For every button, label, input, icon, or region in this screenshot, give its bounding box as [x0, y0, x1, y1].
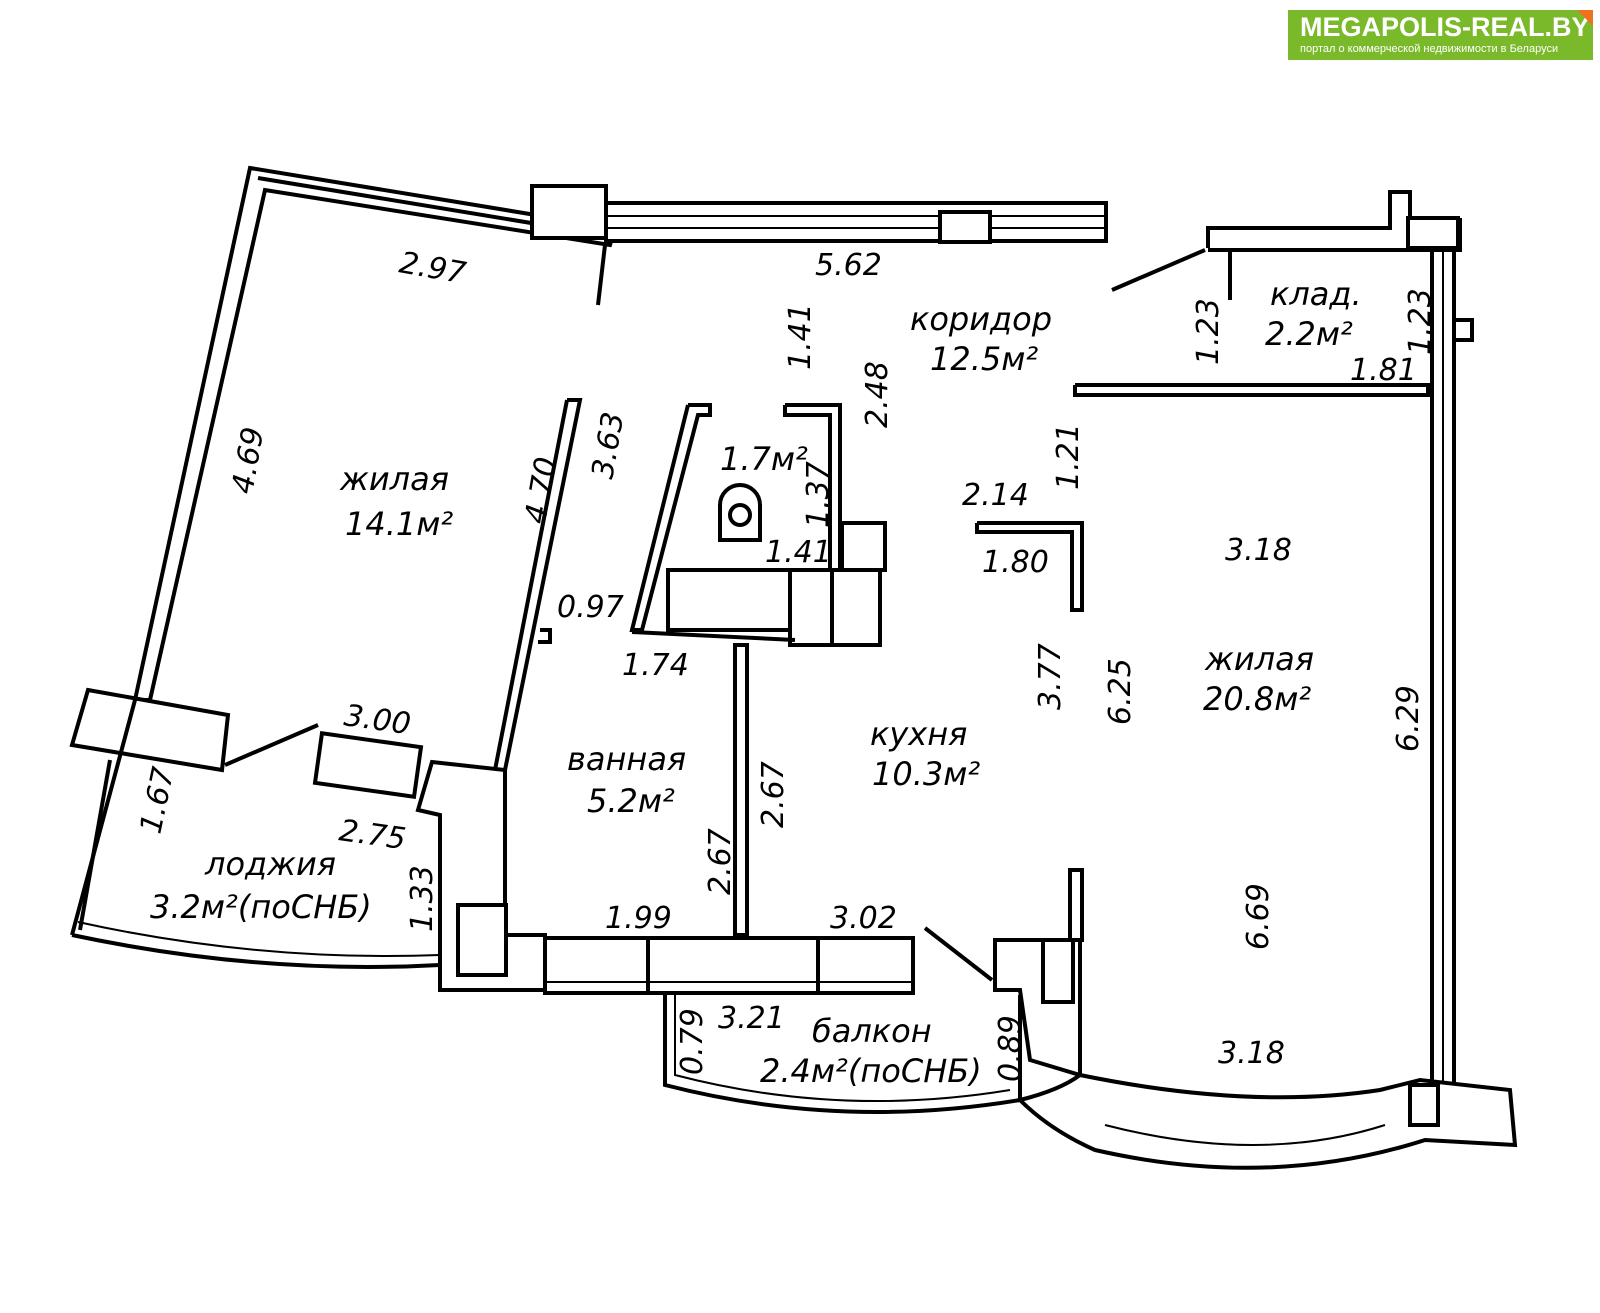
walls	[69, 165, 1518, 1170]
dim: 3.77	[1033, 643, 1068, 710]
room-kitchen-name: кухня	[870, 715, 967, 753]
dim: 1.41	[783, 303, 818, 370]
room-loggia-area: 3.2м²(поСНБ)	[150, 888, 372, 926]
room-living2-area: 20.8м²	[1203, 680, 1311, 718]
dim: 2.14	[962, 478, 1029, 513]
dim: 3.21	[718, 1001, 785, 1036]
room-corridor-name: коридор	[910, 300, 1052, 338]
site-logo[interactable]: MEGAPOLIS-REAL.BY портал о коммерческой …	[1288, 10, 1593, 60]
dim: 1.81	[1350, 353, 1417, 388]
logo-title: MEGAPOLIS-REAL.BY	[1300, 12, 1590, 42]
room-bath-area: 5.2м²	[587, 782, 675, 820]
dim: 3.18	[1225, 533, 1292, 568]
room-bath-name: ванная	[567, 740, 686, 778]
dim: 2.48	[860, 361, 895, 428]
dim: 0.79	[675, 1008, 710, 1075]
dim: 2.75	[337, 813, 408, 857]
dim: 1.23	[1403, 288, 1438, 355]
dim: 1.33	[405, 865, 440, 932]
dim: 1.80	[982, 545, 1049, 580]
dim: 2.67	[703, 828, 738, 895]
dim: 2.97	[397, 245, 469, 291]
wall-top	[604, 201, 1108, 243]
dim: 1.37	[801, 461, 836, 528]
dim: 0.97	[557, 590, 624, 625]
room-wc-area: 1.7м²	[720, 440, 808, 478]
dim: 2.67	[756, 761, 791, 828]
room-storage-area: 2.2м²	[1265, 315, 1353, 353]
room-kitchen-area: 10.3м²	[872, 755, 980, 793]
dim: 1.41	[765, 535, 832, 570]
dim: 3.18	[1218, 1036, 1285, 1071]
room-corridor-area: 12.5м²	[930, 340, 1038, 378]
dim: 5.62	[815, 248, 882, 283]
dimension-labels: 2.97 5.62 4.69 1.41 2.48 1.23 1.23 1.81 …	[134, 245, 1438, 1082]
room-living1-area: 14.1м²	[345, 505, 453, 543]
room-living1-name: жилая	[339, 460, 449, 498]
dim: 1.99	[605, 901, 672, 936]
dim: 0.89	[993, 1015, 1028, 1082]
column	[938, 210, 992, 244]
room-storage-name: клад.	[1270, 275, 1362, 313]
dim: 3.63	[585, 410, 631, 482]
column	[530, 184, 608, 240]
room-balcony-name: балкон	[812, 1012, 932, 1050]
dim: 6.69	[1241, 883, 1276, 950]
dim: 6.25	[1103, 658, 1138, 725]
room-labels: жилая 14.1м² коридор 12.5м² клад. 2.2м² …	[150, 275, 1362, 1090]
room-loggia-name: лоджия	[204, 845, 336, 883]
dim: 1.21	[1051, 423, 1086, 490]
room-living2-name: жилая	[1204, 640, 1314, 678]
wall-top-left	[132, 165, 618, 702]
logo-subtitle: портал о коммерческой недвижимости в Бел…	[1300, 43, 1559, 55]
dim: 1.74	[622, 648, 689, 683]
dim: 1.67	[134, 764, 182, 837]
dim: 1.23	[1191, 298, 1226, 365]
dim: 6.29	[1391, 685, 1426, 752]
room-balcony-area: 2.4м²(поСНБ)	[760, 1052, 982, 1090]
dim: 4.69	[225, 425, 271, 497]
logo-corner	[1577, 10, 1593, 26]
dim: 3.02	[830, 901, 897, 936]
